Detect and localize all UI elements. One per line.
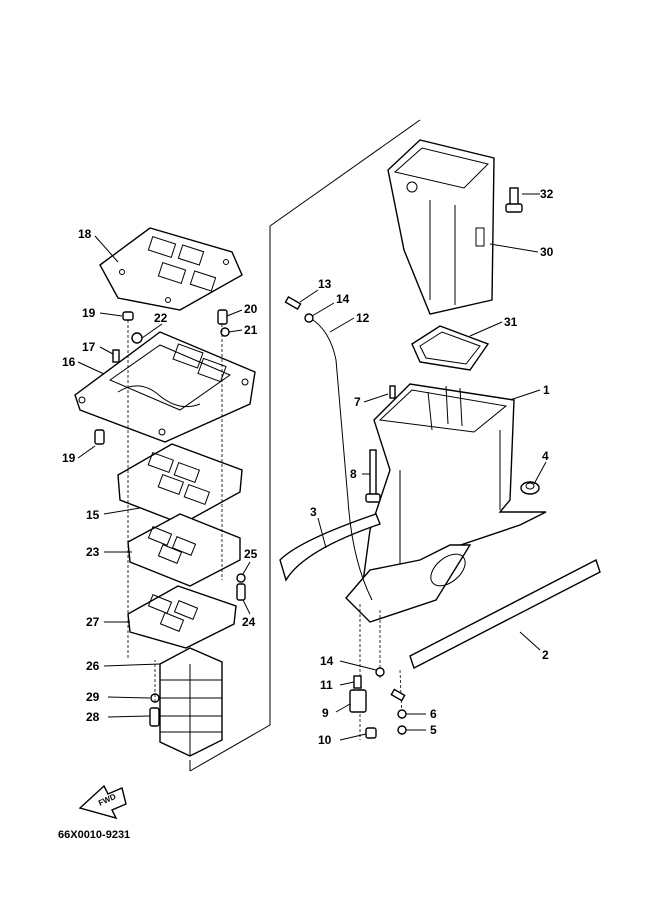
callout-1: 1 [543,383,550,397]
callout-labels: 18 19 17 16 19 15 23 27 26 29 28 22 20 2… [62,187,554,747]
leader-lines [77,193,547,741]
fwd-arrow-icon: FWD [78,784,127,820]
callout-9: 9 [322,706,329,720]
callout-5: 5 [430,723,437,737]
assembly-frame [189,119,421,772]
callout-3: 3 [310,505,317,519]
part-23-exhaust-guide [127,513,241,587]
callout-16: 16 [62,355,76,369]
part-31-seal [411,325,490,371]
callout-4: 4 [542,449,549,463]
callout-12: 12 [356,311,370,325]
callout-11: 11 [320,678,333,692]
callout-17: 17 [82,340,96,354]
callout-15: 15 [86,508,100,522]
callout-14-bottom: 14 [320,654,334,668]
callout-2: 2 [542,648,549,662]
part-26-muffler [159,647,223,757]
callout-21: 21 [244,323,258,337]
callout-26: 26 [86,659,100,673]
part-16-upper-case [74,331,256,443]
part-12-water-pipe [284,295,373,601]
callout-13: 13 [318,277,332,291]
callout-10: 10 [318,733,332,747]
callout-8: 8 [350,467,357,481]
part-2-part-3-seals [279,513,601,669]
callout-24: 24 [242,615,256,629]
part-4-grommet [520,481,540,495]
part-1-upper-casing [345,383,547,623]
callout-29: 29 [86,690,100,704]
part-7-part-8-fasteners [365,385,396,503]
callout-28: 28 [86,710,100,724]
callout-22: 22 [154,311,168,325]
callout-19-top: 19 [82,306,96,320]
part-15-gasket [117,443,243,525]
callout-6: 6 [430,707,437,721]
callout-31: 31 [504,315,518,329]
callout-7: 7 [354,395,361,409]
callout-20: 20 [244,302,258,316]
lower-hardware [349,604,407,740]
callout-32: 32 [540,187,554,201]
callout-14-top: 14 [336,292,350,306]
part-32-bolt [505,187,523,213]
callout-23: 23 [86,545,100,559]
callout-27: 27 [86,615,100,629]
callout-19-bottom: 19 [62,451,76,465]
part-27-gasket [127,585,237,649]
part-18-gasket [99,227,243,311]
left-fasteners [94,309,246,727]
callout-30: 30 [540,245,554,259]
drawing-code: 66X0010-9231 [58,829,131,841]
callout-25: 25 [244,547,258,561]
part-30-casing [387,139,495,315]
callout-18: 18 [78,227,92,241]
